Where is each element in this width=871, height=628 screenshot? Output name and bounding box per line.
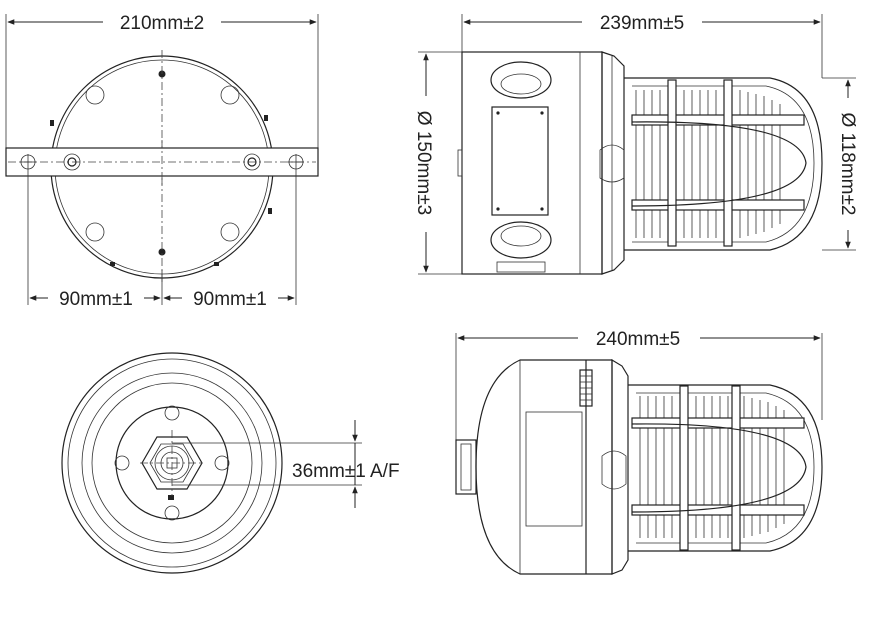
dim-diameter-118: Ø 118mm±2 [837,113,858,216]
dim-length-239: 239mm±5 [600,13,684,34]
top-view: 210mm±2 [5,10,319,310]
dim-hex-36: 36mm±1 A/F [292,461,400,482]
end-view: 36mm±1 A/F [61,352,400,574]
dim-right-90: 90mm±1 [193,289,267,310]
dim-width-210: 210mm±2 [120,13,204,34]
dim-diameter-150: Ø 150mm±3 [413,111,434,215]
side-view: 239mm±5 Ø 150mm±3 [413,10,860,275]
dim-left-90: 90mm±1 [59,289,133,310]
dim-length-240: 240mm±5 [596,329,680,350]
front-view: 240mm±5 [455,327,823,575]
